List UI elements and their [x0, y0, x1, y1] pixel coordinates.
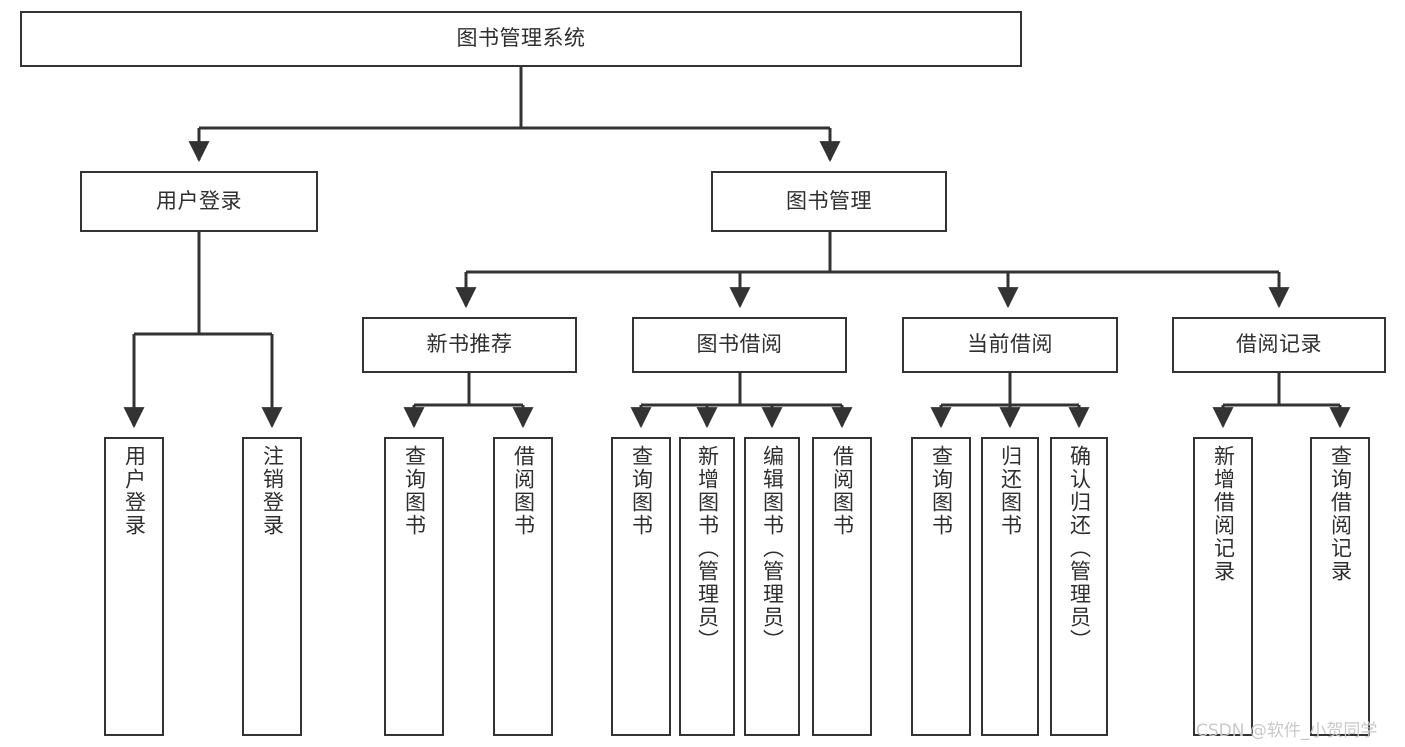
node-label: 查询图书: [929, 445, 954, 537]
node-user-login[interactable]: 用户登录: [80, 171, 318, 232]
node-label: 新增图书（管理员）: [695, 445, 720, 652]
node-label: 用户登录: [156, 188, 242, 213]
node-label: 图书管理系统: [456, 26, 586, 51]
node-label: 编辑图书（管理员）: [760, 445, 785, 652]
node-label: 新增借阅记录: [1211, 445, 1236, 583]
node-label: 新书推荐: [426, 332, 513, 357]
node-label: 查询借阅记录: [1328, 445, 1353, 583]
csdn-watermark: CSDN @软件_小贺同学: [1196, 721, 1378, 741]
node-label: 当前借阅: [967, 332, 1053, 357]
node-leaf-query-record[interactable]: 查询借阅记录: [1310, 437, 1370, 736]
node-borrow-record[interactable]: 借阅记录: [1172, 317, 1386, 373]
node-current-borrow[interactable]: 当前借阅: [902, 317, 1118, 373]
node-leaf-add-record[interactable]: 新增借阅记录: [1193, 437, 1253, 736]
node-label: 图书管理: [786, 188, 872, 213]
node-book-management[interactable]: 图书管理: [711, 171, 947, 232]
node-leaf-borrow-book-1[interactable]: 借阅图书: [493, 437, 553, 736]
node-label: 借阅图书: [511, 445, 536, 537]
node-leaf-logout-login[interactable]: 注销登录: [242, 437, 302, 736]
node-leaf-edit-book[interactable]: 编辑图书（管理员）: [744, 437, 800, 736]
node-label: 借阅图书: [830, 445, 855, 537]
node-leaf-add-book[interactable]: 新增图书（管理员）: [679, 437, 735, 736]
node-new-book-recommend[interactable]: 新书推荐: [362, 317, 577, 373]
node-leaf-confirm-return[interactable]: 确认归还（管理员）: [1050, 437, 1108, 736]
node-leaf-return-book[interactable]: 归还图书: [981, 437, 1039, 736]
node-leaf-query-book-2[interactable]: 查询图书: [611, 437, 671, 736]
node-leaf-borrow-book-2[interactable]: 借阅图书: [812, 437, 872, 736]
node-leaf-query-book-1[interactable]: 查询图书: [384, 437, 444, 736]
node-book-borrow[interactable]: 图书借阅: [632, 317, 847, 373]
node-leaf-query-book-3[interactable]: 查询图书: [911, 437, 971, 736]
node-label: 图书借阅: [696, 332, 783, 357]
node-root-system[interactable]: 图书管理系统: [20, 11, 1022, 67]
node-label: 确认归还（管理员）: [1067, 445, 1092, 652]
node-label: 借阅记录: [1236, 332, 1322, 357]
node-label: 查询图书: [629, 445, 654, 537]
node-label: 查询图书: [402, 445, 427, 537]
node-leaf-user-login[interactable]: 用户登录: [104, 437, 164, 736]
node-label: 归还图书: [998, 445, 1023, 537]
node-label: 用户登录: [122, 445, 147, 537]
node-label: 注销登录: [260, 445, 285, 537]
